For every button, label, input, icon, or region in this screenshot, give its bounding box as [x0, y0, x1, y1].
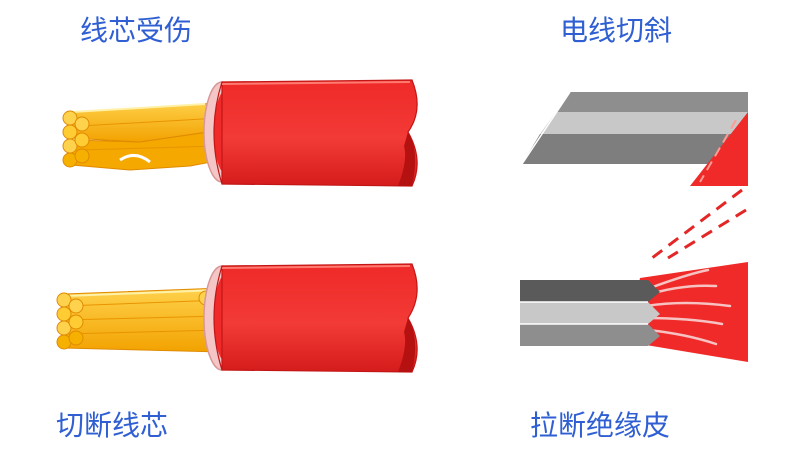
wire-stripe-bottom: [522, 134, 748, 164]
outer-jacket: [221, 79, 418, 187]
copper-strands: [56, 287, 223, 353]
cut-core-cable-icon: [56, 263, 418, 373]
caption-core-damaged: 线芯受伤: [80, 14, 193, 47]
caption-wire-skew-cut: 电线切斜: [560, 14, 673, 47]
wire-stripe-dark: [520, 280, 660, 302]
frayed-insulation: [636, 262, 748, 362]
damaged-core-cable-icon: [62, 79, 418, 187]
copper-strands: [62, 99, 223, 171]
wire-stripe-mid: [520, 324, 660, 346]
caption-insulation-torn: 拉断绝缘皮: [530, 409, 671, 442]
skew-cut-wire-icon: [521, 91, 748, 186]
outer-jacket: [221, 263, 418, 373]
wire-stripe-top: [556, 92, 748, 112]
wire-stripe-middle: [540, 112, 748, 134]
torn-insulation-icon: [520, 262, 748, 362]
caption-core-cut: 切断线芯: [56, 409, 169, 442]
dashed-guide-lines: [651, 188, 747, 260]
wire-stripe-light: [520, 302, 660, 324]
